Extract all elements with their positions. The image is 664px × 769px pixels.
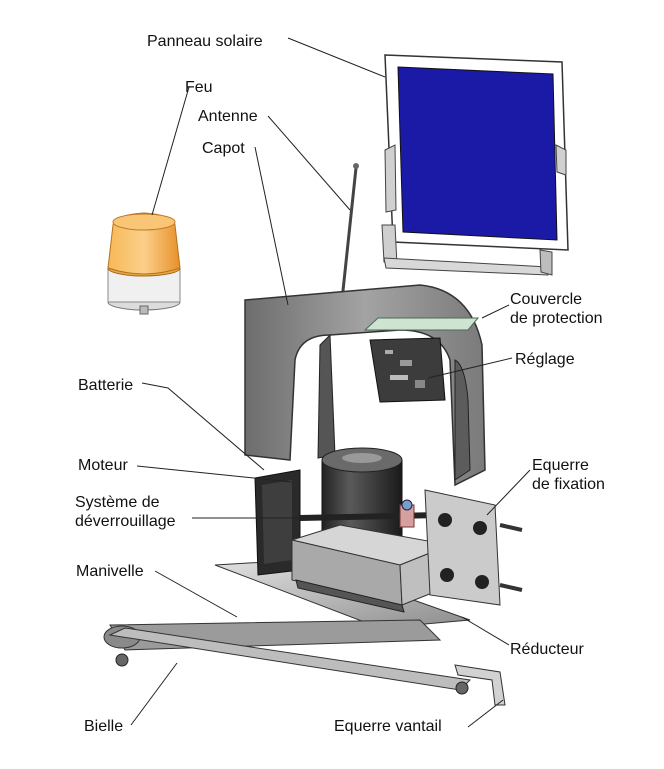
label-connecting-rod: Bielle xyxy=(84,718,124,735)
label-adjustment: Réglage xyxy=(515,351,575,368)
label-gate-bracket: Equerre vantail xyxy=(334,718,442,735)
label-beacon: Feu xyxy=(185,79,213,96)
gate-bracket xyxy=(454,664,506,706)
label-battery: Batterie xyxy=(78,377,134,394)
label-cover: Capot xyxy=(202,140,245,157)
label-antenna: Antenne xyxy=(198,108,258,125)
gear-reducer xyxy=(290,524,453,613)
label-solar-panel: Panneau solaire xyxy=(147,33,263,50)
label-reducer: Réducteur xyxy=(510,641,584,658)
motor xyxy=(321,447,403,541)
label-fixing-bracket: Equerre de fixation xyxy=(532,457,605,493)
cover-housing xyxy=(244,284,486,487)
label-crank: Manivelle xyxy=(76,563,144,580)
label-release-system: Système de déverrouillage xyxy=(75,494,176,530)
fixing-bracket xyxy=(424,489,523,606)
beacon-light xyxy=(107,212,181,315)
label-motor: Moteur xyxy=(78,457,128,474)
leader-lines xyxy=(130,37,531,728)
solar-panel xyxy=(381,54,569,276)
label-protective-lid: Couvercle de protection xyxy=(510,291,603,327)
connecting-rod xyxy=(108,627,472,695)
